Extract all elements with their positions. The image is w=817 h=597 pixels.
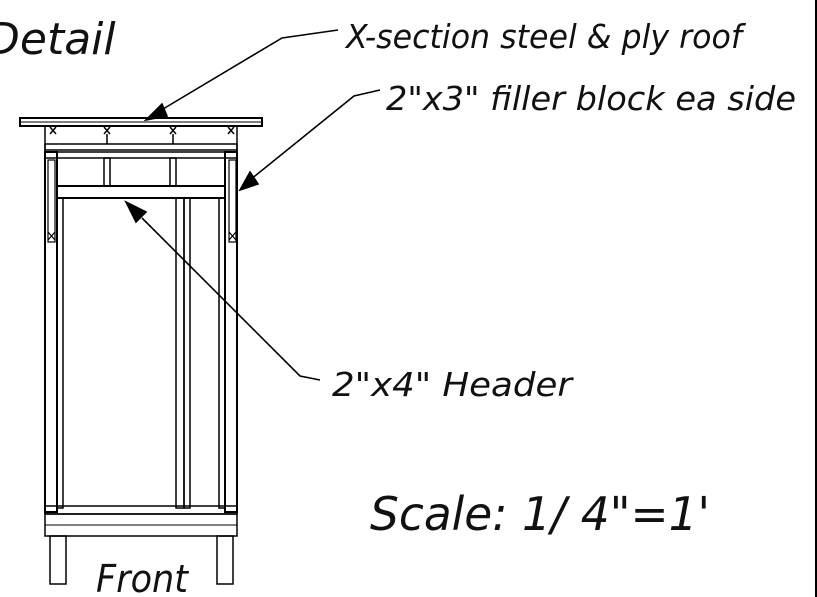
roof-callout-text: X-section steel & ply roof [344, 17, 746, 56]
roof-leader [143, 29, 339, 122]
header-callout-text: 2"x4" Header [332, 365, 575, 404]
cripple-studs [103, 157, 177, 187]
title-detail-text: Detail [0, 14, 116, 65]
outer-wall-posts [44, 151, 238, 513]
filler-blocks [47, 159, 237, 243]
filler-leader [238, 89, 381, 192]
scale-note-text: Scale: 1/ 4"=1' [370, 487, 710, 541]
drawing-border-edge [815, 0, 817, 597]
filler-callout-text: 2"x3" filler block ea side [386, 79, 796, 118]
roof-slab [19, 117, 263, 127]
support-legs [49, 535, 234, 585]
header-leader [124, 200, 321, 381]
floor-sill [44, 505, 238, 537]
view-label-front: Front [96, 557, 190, 597]
interior-studs [56, 197, 226, 509]
header-beam [56, 185, 226, 199]
steel-x-section-band [44, 126, 238, 152]
top-plate [44, 151, 238, 159]
